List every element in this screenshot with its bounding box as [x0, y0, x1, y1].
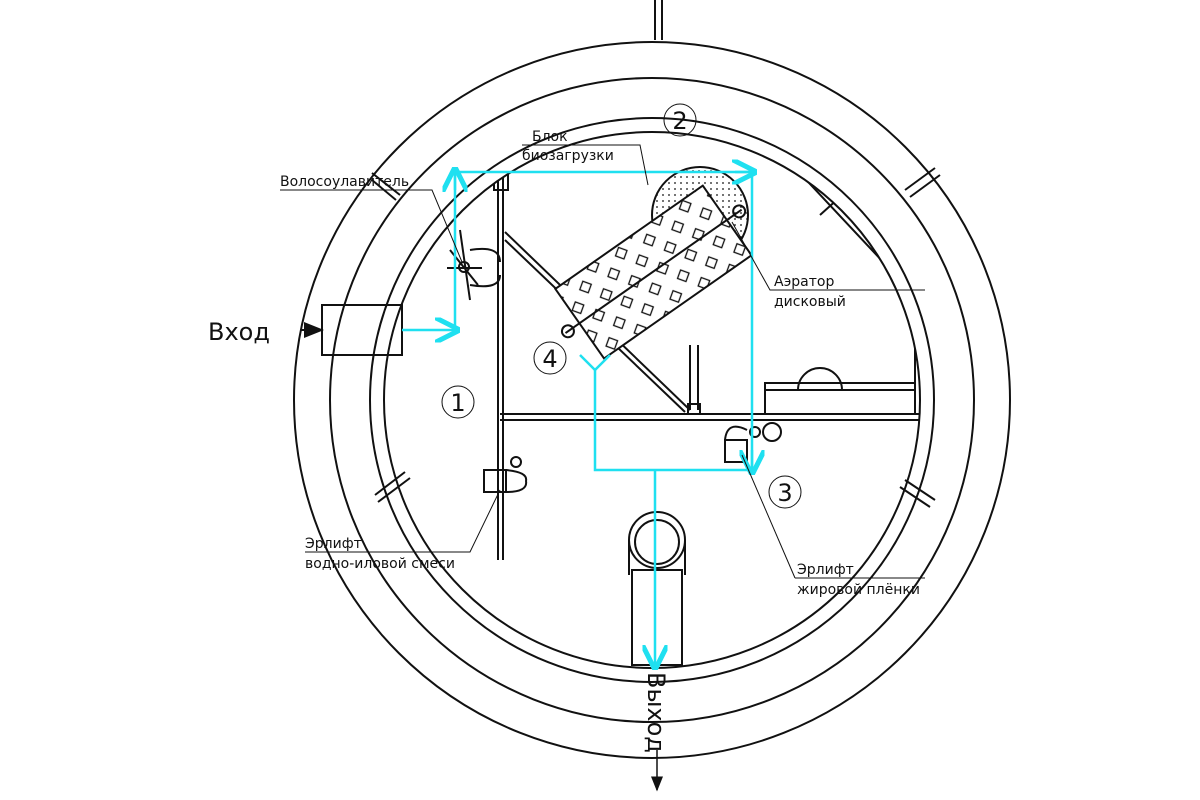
inlet-label: Вход: [208, 318, 270, 346]
chamber-4: 4: [542, 345, 557, 373]
bio-block-label-2: биозагрузки: [522, 148, 614, 164]
leader-lines: [280, 144, 925, 579]
hair-trap-label: Волосоулавитель: [280, 174, 409, 190]
aerator-label-2: дисковый: [774, 294, 846, 310]
airlift-sludge-label-1: Эрлифт: [305, 536, 362, 552]
flow-path: [402, 172, 752, 665]
chamber-1: 1: [450, 389, 465, 417]
hair-trap: [447, 229, 501, 301]
chamber-2: 2: [672, 107, 687, 135]
airlift-fat: [724, 422, 782, 463]
airlift-fat-label-1: Эрлифт: [797, 562, 854, 578]
airlift-fat-label-2: жировой плёнки: [797, 582, 920, 598]
bio-block-label-1: Блок: [532, 129, 568, 145]
outlet-label: Выход: [642, 672, 670, 753]
tank-walls: [293, 0, 1011, 759]
chamber-numbers: 1 2 3 4: [441, 103, 802, 509]
bio-load-block: [553, 166, 753, 415]
airlift-sludge: [483, 456, 528, 493]
airlift-sludge-label-2: водно-иловой смеси: [305, 556, 455, 572]
chamber-3: 3: [777, 479, 792, 507]
aerator-label-1: Аэратор: [774, 274, 834, 290]
